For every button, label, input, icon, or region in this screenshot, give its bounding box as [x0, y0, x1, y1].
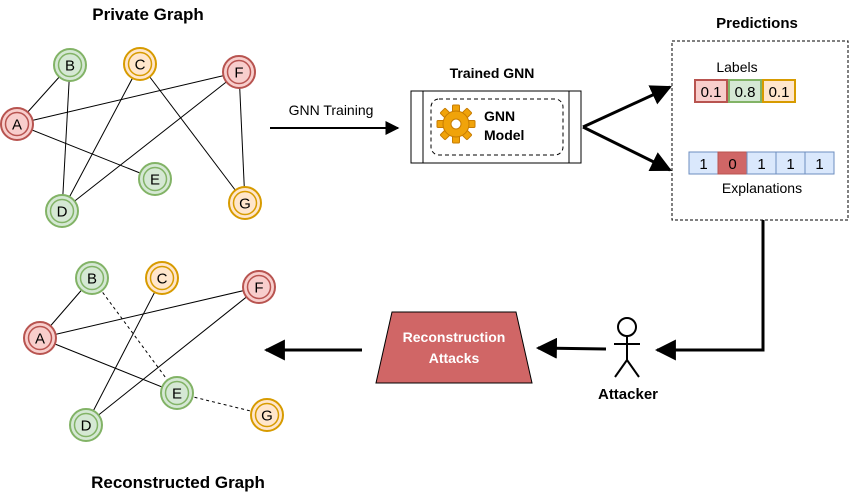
label-value-2: 0.1	[762, 79, 796, 103]
trained-gnn-title: Trained GNN	[450, 65, 535, 81]
private-node-label: E	[150, 172, 160, 189]
private-edge-c-d	[61, 63, 141, 212]
private-node-e: E	[138, 162, 172, 196]
private-node-label: B	[65, 58, 75, 75]
reconstructed-node-label: E	[172, 386, 182, 403]
private-node-label: C	[135, 57, 146, 74]
arrow-to-explanations	[582, 125, 672, 172]
private-edge-f-g	[238, 71, 246, 204]
reconstructed-graph-edges	[39, 277, 268, 426]
private-node-d: D	[45, 194, 79, 228]
attack-line1: Reconstruction	[403, 329, 506, 345]
reconstructed-edge-a-e	[39, 337, 178, 394]
predictions-box: Labels 0.1 0.8 0.1 1 0 1 1 1 Explanations	[671, 40, 849, 221]
reconstructed-edge-a-f	[39, 286, 260, 339]
reconstructed-graph-title: Reconstructed Graph	[91, 473, 265, 492]
reconstructed-node-c: C	[145, 261, 179, 295]
svg-text:1: 1	[699, 156, 707, 173]
reconstructed-graph: A B C D E F G	[23, 261, 284, 442]
private-graph-edges	[16, 63, 246, 212]
reconstructed-node-f: F	[242, 270, 276, 304]
reconstructed-node-b: B	[75, 261, 109, 295]
labels-title: Labels	[716, 59, 757, 75]
private-node-a: A	[0, 107, 34, 141]
explanation-bit-4: 1	[804, 151, 835, 175]
reconstructed-node-a: A	[23, 321, 57, 355]
reconstructed-node-d: D	[69, 408, 103, 442]
private-node-label: F	[234, 65, 243, 82]
svg-text:1: 1	[786, 156, 794, 173]
reconstructed-graph-nodes: A B C D E F G	[23, 261, 284, 442]
trained-gnn-box: GNN Model	[410, 90, 582, 164]
private-edge-a-f	[16, 71, 240, 125]
private-edge-a-e	[16, 123, 156, 180]
label-value-0: 0.1	[694, 79, 728, 103]
reconstructed-node-label: G	[261, 408, 273, 425]
private-edge-c-g	[139, 63, 246, 204]
attacker-icon	[614, 317, 640, 378]
svg-text:0: 0	[728, 156, 736, 173]
gnn-model-line1: GNN	[484, 108, 515, 124]
private-graph-nodes: A B C D E F G	[0, 47, 262, 228]
private-graph: A B C D E F G	[0, 47, 262, 228]
predictions-title: Predictions	[716, 15, 798, 32]
private-node-label: D	[57, 204, 68, 221]
private-node-label: A	[12, 117, 22, 134]
explanation-bit-0: 1	[688, 151, 719, 175]
reconstructed-node-label: C	[157, 271, 168, 288]
svg-text:0.1: 0.1	[701, 84, 722, 101]
explanation-bit-2: 1	[746, 151, 777, 175]
reconstructed-node-label: D	[81, 418, 92, 435]
reconstructed-node-label: A	[35, 331, 45, 348]
reconstructed-node-g: G	[250, 398, 284, 432]
private-edge-d-f	[61, 71, 240, 212]
explanation-bit-3: 1	[775, 151, 806, 175]
private-node-label: G	[239, 196, 251, 213]
private-node-f: F	[222, 55, 256, 89]
reconstructed-node-label: F	[254, 280, 263, 297]
explanation-bits: 1 0 1 1 1	[688, 151, 835, 175]
attacker-to-attack-arrow	[535, 337, 607, 359]
reconstruction-attacks-box: Reconstruction Attacks	[375, 311, 533, 384]
private-node-b: B	[53, 48, 87, 82]
private-node-c: C	[123, 47, 157, 81]
reconstructed-edge-c-d	[85, 277, 163, 426]
svg-text:1: 1	[757, 156, 765, 173]
svg-text:0.8: 0.8	[735, 84, 756, 101]
attacker-label: Attacker	[598, 386, 658, 403]
explanations-title: Explanations	[722, 180, 802, 196]
reconstructed-node-e: E	[160, 376, 194, 410]
gnn-training-label: GNN Training	[289, 102, 374, 118]
reconstructed-node-label: B	[87, 271, 97, 288]
arrow-to-labels	[582, 85, 672, 129]
private-node-g: G	[228, 186, 262, 220]
explanation-bit-1: 0	[717, 151, 748, 175]
label-values: 0.1 0.8 0.1	[694, 79, 796, 103]
predictions-to-attacker-arrow	[654, 220, 765, 361]
private-edge-b-d	[61, 64, 71, 212]
gnn-model-line2: Model	[484, 127, 524, 143]
gear-icon	[436, 104, 476, 144]
private-graph-title: Private Graph	[92, 5, 204, 24]
attack-line2: Attacks	[429, 350, 480, 366]
svg-text:1: 1	[815, 156, 823, 173]
label-value-1: 0.8	[728, 79, 762, 103]
reconstructed-edge-d-f	[85, 286, 260, 426]
svg-text:0.1: 0.1	[769, 84, 790, 101]
